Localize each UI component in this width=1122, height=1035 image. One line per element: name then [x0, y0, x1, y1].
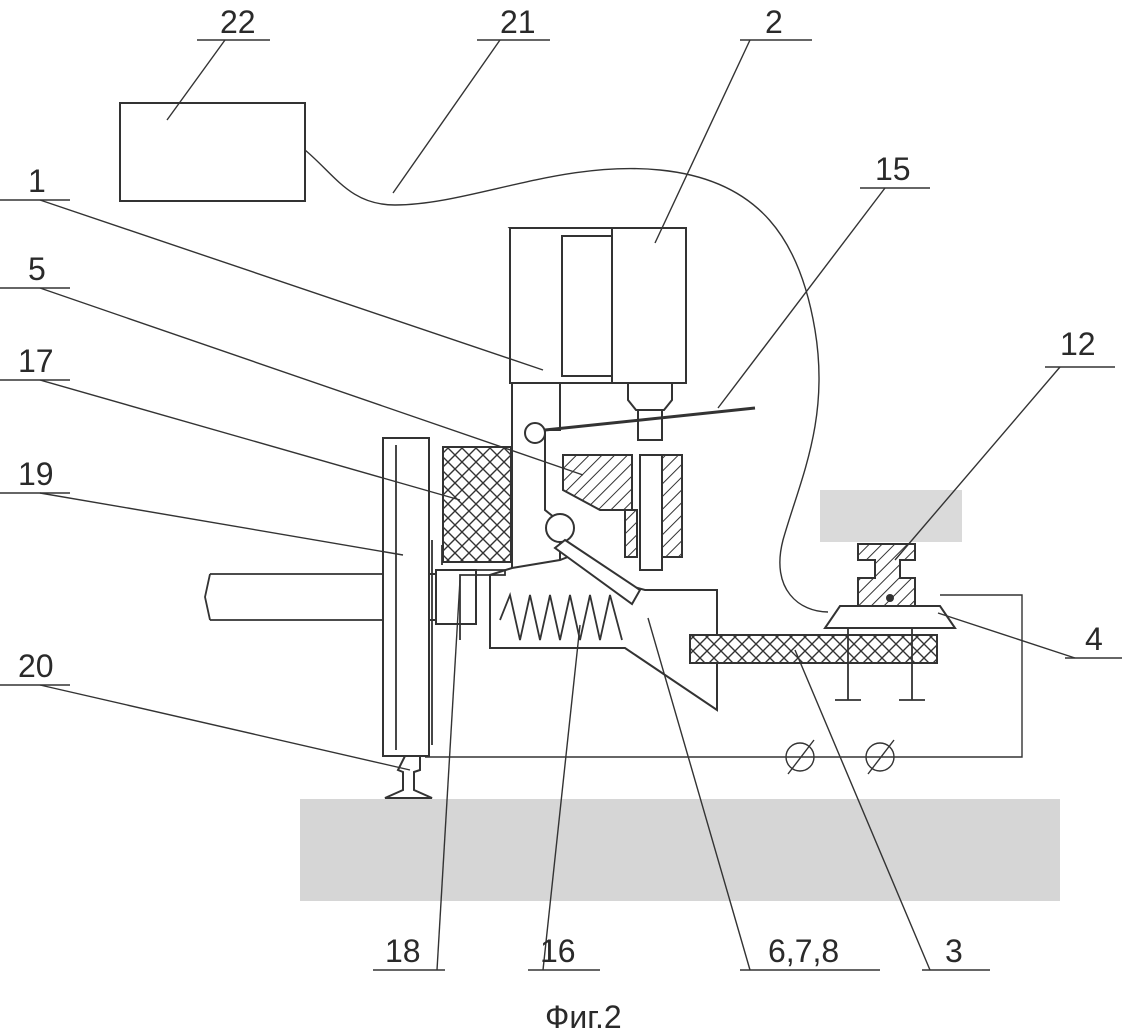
part-4: [825, 606, 955, 628]
bar-3: [690, 635, 937, 663]
block-upper-12: [820, 490, 962, 542]
label-18: 18: [385, 933, 421, 969]
part-5-left: [625, 510, 637, 557]
label-3: 3: [945, 933, 963, 969]
ground-base: [300, 799, 1060, 901]
pivot-15: [525, 423, 545, 443]
label-17: 17: [18, 343, 54, 379]
label-12: 12: [1060, 326, 1096, 362]
label-15: 15: [875, 151, 911, 187]
label-678: 6,7,8: [768, 933, 839, 969]
shaft: [205, 574, 383, 620]
block-17: [443, 447, 511, 562]
part-5-right: [662, 455, 682, 557]
label-16: 16: [540, 933, 576, 969]
label-5: 5: [28, 251, 46, 287]
block-22: [120, 103, 305, 201]
disc-19: [383, 438, 429, 756]
element-2: [612, 228, 686, 383]
figure-caption: Фиг.2: [545, 999, 622, 1035]
body-window: [562, 236, 612, 376]
label-2: 2: [765, 4, 783, 40]
rail-20: [385, 756, 432, 798]
part-5: [563, 455, 632, 510]
label-21: 21: [500, 4, 536, 40]
label-22: 22: [220, 4, 256, 40]
label-19: 19: [18, 456, 54, 492]
label-4: 4: [1085, 621, 1103, 657]
label-20: 20: [18, 648, 54, 684]
label-1: 1: [28, 163, 46, 199]
pivot-6: [546, 514, 574, 542]
